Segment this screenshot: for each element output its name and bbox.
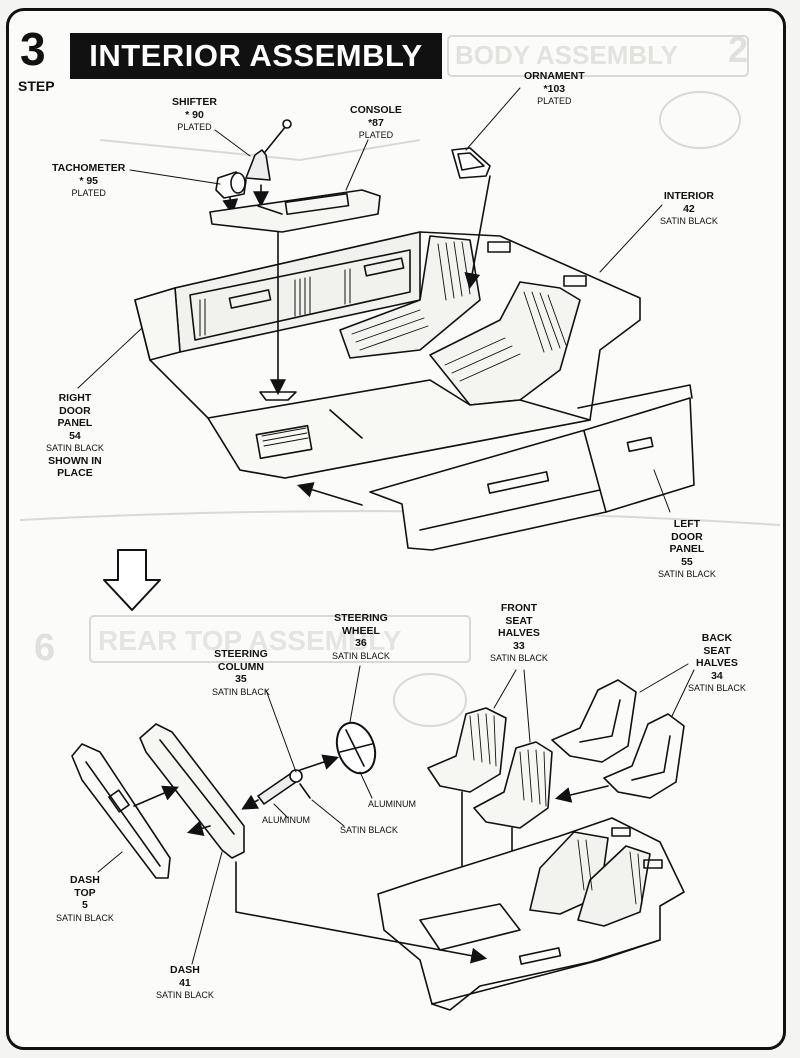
column-aluminum-note: ALUMINUM	[262, 815, 311, 825]
page-title: INTERIOR ASSEMBLY	[70, 33, 442, 79]
step-label: STEP	[18, 78, 55, 94]
interior-tub-drawing	[134, 231, 695, 551]
steering-wheel-drawing	[335, 721, 377, 775]
console-drawing	[209, 189, 381, 401]
down-arrow-icon	[103, 549, 161, 611]
ornament-drawing	[451, 147, 491, 290]
steering-column-drawing	[241, 754, 340, 810]
tachometer-drawing	[215, 171, 247, 216]
back-seat-halves-drawing	[551, 679, 685, 799]
lower-interior-tub-drawing	[377, 817, 685, 1011]
dash-drawing	[133, 723, 245, 859]
column-satin-black-note: SATIN BLACK	[340, 825, 398, 835]
dash-top-drawing	[71, 743, 171, 879]
step-number: 3	[20, 23, 46, 75]
front-seat-halves-drawing	[427, 707, 609, 946]
wheel-aluminum-note: ALUMINUM	[368, 799, 417, 809]
shifter-drawing	[245, 119, 292, 208]
